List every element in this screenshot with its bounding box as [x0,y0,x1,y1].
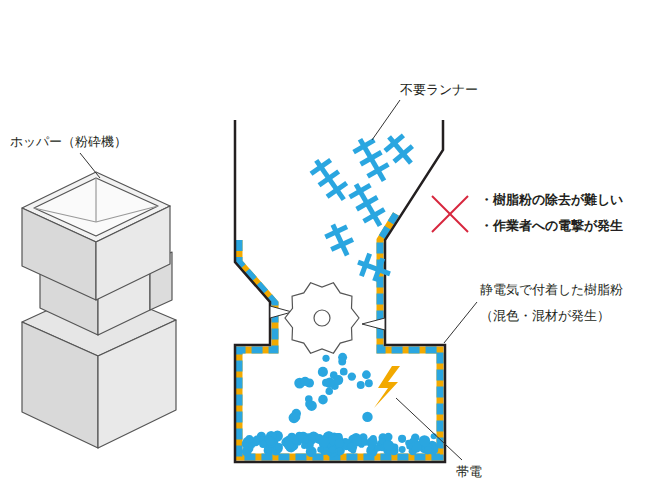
label-text: ホッパー（粉砕機） [10,134,127,150]
label-text: 帯電 [456,464,482,480]
cross-mark [432,196,468,232]
fixed-blade [362,318,385,330]
rotor [285,283,359,353]
runner-pieces [306,129,420,285]
leader-line [372,100,477,460]
label-text: ・樹脂粉の除去が難しい [480,192,623,208]
crusher-housing [235,120,445,462]
label-text: ・作業者への電撃が発生 [480,218,623,234]
resin-particles [242,353,439,457]
label-text: 静電気で付着した樹脂粉 [480,282,623,298]
leader-line [80,153,100,178]
label-text: 不要ランナー [400,82,478,98]
label-text: （混色・混材が発生） [480,308,610,324]
static-spark [374,366,400,408]
hopper-figure [22,172,176,448]
